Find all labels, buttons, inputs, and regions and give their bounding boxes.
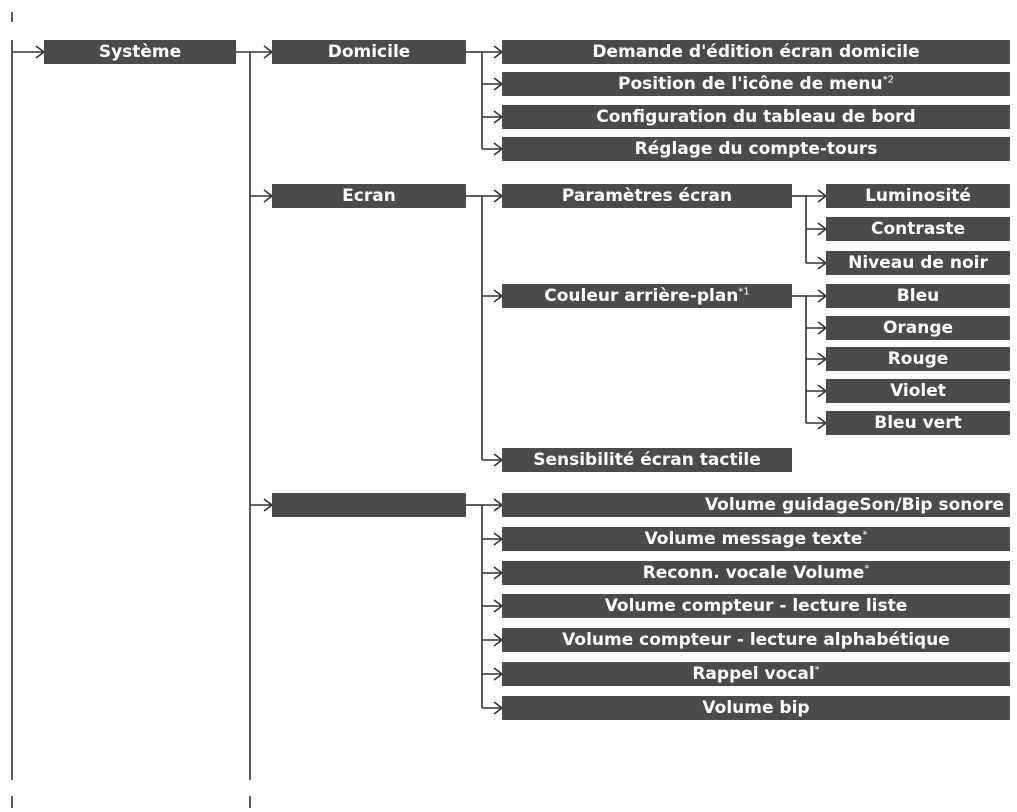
- menu-node-ecran: Ecran: [272, 184, 466, 208]
- menu-node-sensibilite-ecran: Sensibilité écran tactile: [502, 448, 792, 472]
- menu-node-domicile-item: Configuration du tableau de bord: [502, 105, 1010, 129]
- menu-node-parametres-ecran: Paramètres écran: [502, 184, 792, 208]
- menu-node-couleur-bleu-vert: Bleu vert: [826, 411, 1010, 435]
- menu-node-niveau-de-noir: Niveau de noir: [826, 251, 1010, 275]
- menu-node-son-item: Volume guidageSon/Bip sonore: [502, 493, 1010, 517]
- menu-node-domicile: Domicile: [272, 40, 466, 64]
- menu-node-domicile-item: Demande d'édition écran domicile: [502, 40, 1010, 64]
- menu-node-son-item: Reconn. vocale Volume*: [502, 561, 1010, 585]
- menu-node-contraste: Contraste: [826, 217, 1010, 241]
- menu-node-son-item: Rappel vocal*: [502, 662, 1010, 686]
- menu-node-couleur-arriere-plan: Couleur arrière-plan*1: [502, 284, 792, 308]
- menu-node-domicile-item: Réglage du compte-tours: [502, 137, 1010, 161]
- menu-node-son-item: Volume bip: [502, 696, 1010, 720]
- menu-node-son-item: Volume compteur - lecture alphabétique: [502, 628, 1010, 652]
- menu-node-son-item: Volume compteur - lecture liste: [502, 594, 1010, 618]
- menu-node-couleur-orange: Orange: [826, 316, 1010, 340]
- menu-node-son: [272, 493, 466, 517]
- menu-node-domicile-item: Position de l'icône de menu*2: [502, 72, 1010, 96]
- menu-node-son-item: Volume message texte*: [502, 527, 1010, 551]
- menu-node-couleur-violet: Violet: [826, 379, 1010, 403]
- menu-node-luminosite: Luminosité: [826, 184, 1010, 208]
- menu-node-couleur-bleu: Bleu: [826, 284, 1010, 308]
- menu-node-systeme: Système: [44, 40, 236, 64]
- menu-node-couleur-rouge: Rouge: [826, 347, 1010, 371]
